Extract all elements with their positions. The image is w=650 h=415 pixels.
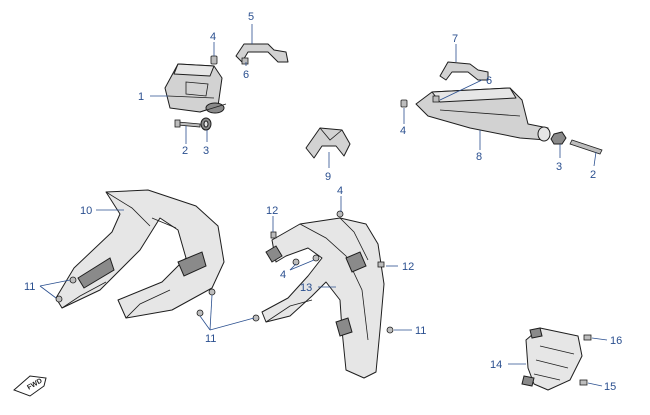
part-2-bolt-right [569, 139, 603, 155]
callout-3b: 3 [556, 161, 562, 173]
callout-14: 14 [490, 359, 502, 371]
callout-16: 16 [610, 335, 622, 347]
part-16-screw [583, 334, 592, 341]
callout-numbers: 1 2 3 4 5 6 7 6 4 8 3 2 9 4 10 12 4 12 1… [24, 11, 622, 393]
forward-arrow-icon: FWD [13, 375, 47, 397]
callout-11: 11 [24, 281, 35, 293]
part-3-nut-right [550, 131, 567, 145]
callout-11b: 11 [205, 333, 216, 345]
callout-2b: 2 [590, 169, 596, 181]
callout-2: 2 [182, 145, 188, 157]
part-11-screws-mudguard [252, 314, 394, 334]
part-10-side-fairing [55, 189, 225, 319]
callout-12b: 12 [402, 261, 414, 273]
part-12-screws [270, 231, 385, 268]
part-3-nut-left [200, 117, 212, 131]
part-13-mudguard [261, 217, 385, 379]
callout-6: 6 [243, 69, 249, 81]
callout-4: 4 [210, 31, 216, 43]
part-2-bolt-left [174, 119, 201, 128]
callout-7: 7 [452, 33, 458, 45]
callout-8: 8 [476, 151, 482, 163]
callout-4b: 4 [400, 125, 406, 137]
callout-9: 9 [325, 171, 331, 183]
part-4-screws-mudguard [292, 210, 344, 266]
part-5-bracket [235, 43, 289, 63]
part-6-nut-right [432, 95, 440, 103]
leader-lines [39, 24, 608, 387]
callout-6b: 6 [486, 75, 492, 87]
callout-15: 15 [604, 381, 616, 393]
callout-12: 12 [266, 205, 278, 217]
callout-4d: 4 [280, 269, 286, 281]
part-15-screw [579, 379, 588, 386]
callout-10: 10 [80, 205, 92, 217]
part-8-tube-cover [415, 87, 551, 142]
part-4-screw-right [400, 99, 408, 108]
part-4-screw-top [210, 55, 218, 65]
callout-4c: 4 [337, 185, 343, 197]
callout-11c: 11 [415, 325, 426, 337]
callout-5: 5 [248, 11, 254, 23]
part-1-upper-cover [164, 63, 227, 114]
callout-3: 3 [203, 145, 209, 157]
part-6-nut-left [241, 57, 249, 65]
part-7-bracket [439, 61, 489, 81]
part-9-clip [305, 127, 351, 159]
callout-1: 1 [138, 91, 144, 103]
callout-13: 13 [300, 282, 312, 294]
part-14-guard [521, 327, 583, 391]
